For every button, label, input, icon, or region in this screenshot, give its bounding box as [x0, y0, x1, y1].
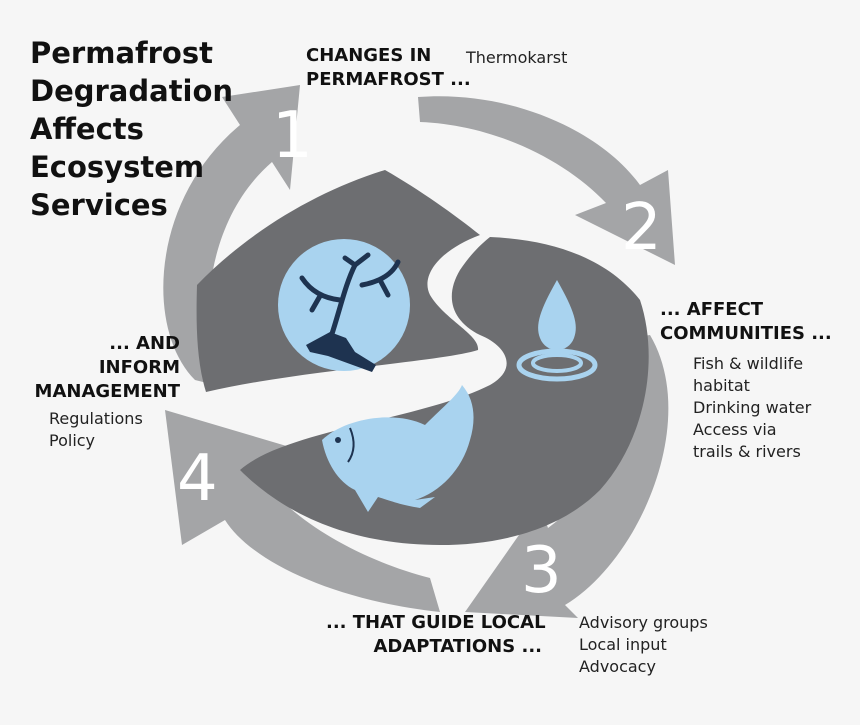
title-line: Services — [30, 188, 168, 222]
caribou-icon — [278, 239, 410, 372]
list-item: Regulations — [49, 409, 143, 428]
step-4-heading: ... AND INFORM MANAGEMENT — [30, 332, 180, 404]
cycle-arrow-2 — [418, 96, 675, 265]
heading-line: ... THAT GUIDE LOCAL — [326, 612, 546, 633]
list-item: Fish & wildlife — [693, 354, 804, 373]
list-item: habitat — [693, 376, 750, 395]
heading-line: MANAGEMENT — [34, 381, 180, 402]
title-line: Affects — [30, 112, 144, 146]
heading-line: PERMAFROST ... — [306, 69, 471, 90]
step-1-items: Thermokarst — [466, 47, 567, 69]
water-drop-icon — [516, 280, 598, 382]
list-item: trails & rivers — [693, 442, 801, 461]
title-line: Degradation — [30, 74, 234, 108]
list-item: Access via — [693, 420, 777, 439]
list-item: Advocacy — [579, 657, 656, 676]
heading-line: ... AFFECT — [660, 299, 764, 320]
step-number-2: 2 — [621, 191, 662, 265]
heading-line: ADAPTATIONS ... — [373, 636, 543, 657]
cycle-arrow-3 — [465, 335, 669, 618]
heading-line: INFORM — [98, 357, 180, 378]
heading-line: COMMUNITIES ... — [660, 323, 832, 344]
step-number-1: 1 — [272, 99, 313, 173]
fish-icon — [322, 385, 474, 512]
step-3-items: Advisory groups Local input Advocacy — [579, 612, 708, 678]
cycle-arrow-4 — [165, 410, 440, 612]
list-item: Local input — [579, 635, 667, 654]
list-item: Advisory groups — [579, 613, 708, 632]
step-3-heading: ... THAT GUIDE LOCAL ADAPTATIONS ... — [326, 611, 546, 659]
heading-line: ... AND — [109, 333, 180, 354]
step-number-4: 4 — [177, 442, 218, 516]
step-number-3: 3 — [521, 534, 562, 608]
title-line: Permafrost — [30, 36, 213, 70]
step-1-heading: CHANGES IN PERMAFROST ... — [306, 44, 471, 92]
list-item: Thermokarst — [466, 48, 568, 67]
list-item: Drinking water — [693, 398, 812, 417]
list-item: Policy — [49, 431, 96, 450]
heading-line: CHANGES IN — [306, 45, 432, 66]
step-2-items: Fish & wildlife habitat Drinking water A… — [693, 353, 811, 463]
step-2-heading: ... AFFECT COMMUNITIES ... — [660, 298, 832, 346]
step-4-items: Regulations Policy — [49, 408, 143, 452]
title-line: Ecosystem — [30, 150, 205, 184]
diagram-title: Permafrost Degradation Affects Ecosystem… — [30, 34, 260, 224]
